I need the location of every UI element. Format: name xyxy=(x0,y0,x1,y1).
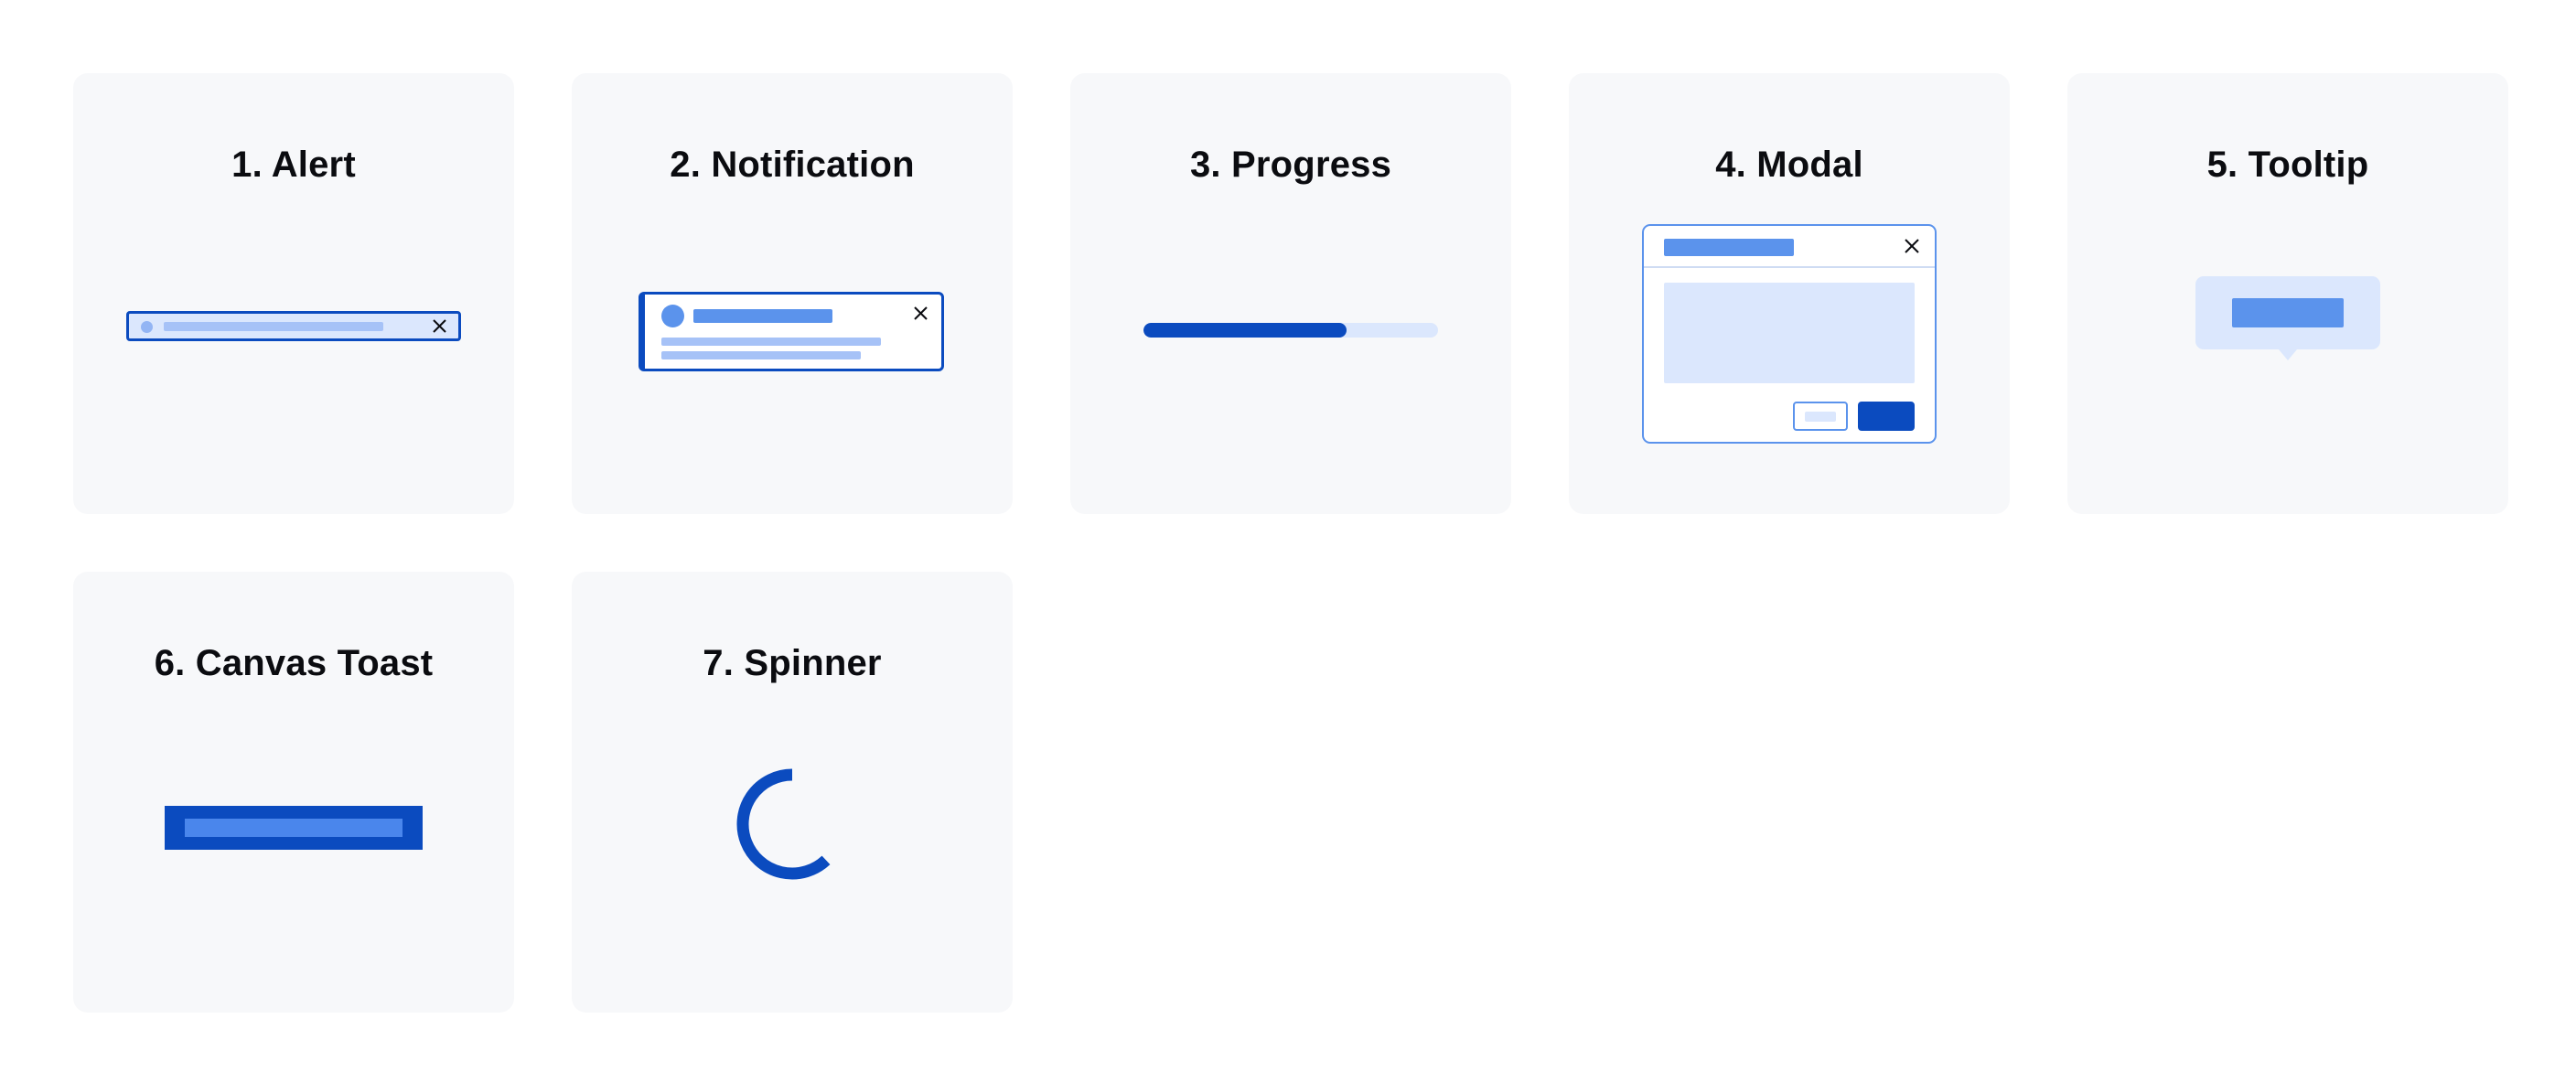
toast-illustration xyxy=(165,806,423,850)
toast-text-placeholder xyxy=(185,819,402,837)
modal-divider xyxy=(1644,266,1935,268)
button-label-placeholder xyxy=(1805,412,1836,422)
notification-illustration xyxy=(639,292,944,371)
close-icon[interactable] xyxy=(432,318,447,334)
modal-secondary-button[interactable] xyxy=(1793,402,1848,431)
alert-card: 1. Alert xyxy=(73,73,514,514)
modal-title-placeholder xyxy=(1664,239,1794,256)
close-icon[interactable] xyxy=(913,306,928,321)
modal-primary-button[interactable] xyxy=(1858,402,1915,431)
notification-line-placeholder xyxy=(661,338,881,346)
modal-illustration xyxy=(1642,224,1937,444)
progress-fill xyxy=(1143,323,1347,338)
tooltip-pointer xyxy=(2279,349,2297,360)
notification-avatar xyxy=(661,305,684,327)
tooltip-card: 5. Tooltip xyxy=(2067,73,2508,514)
notification-title-placeholder xyxy=(693,309,832,323)
card-title: 6. Canvas Toast xyxy=(154,643,434,683)
spinner-arc xyxy=(736,768,831,880)
spinner-icon xyxy=(736,768,831,880)
card-title: 3. Progress xyxy=(1189,145,1392,185)
card-title: 1. Alert xyxy=(231,145,356,185)
notification-card: 2. Notification xyxy=(572,73,1013,514)
canvas-toast-card: 6. Canvas Toast xyxy=(73,572,514,1013)
alert-status-dot xyxy=(141,321,153,333)
tooltip-illustration xyxy=(2195,276,2380,360)
modal-body-placeholder xyxy=(1664,283,1915,383)
tooltip-text-placeholder xyxy=(2232,298,2344,327)
spinner-card: 7. Spinner xyxy=(572,572,1013,1013)
notification-line-placeholder xyxy=(661,351,861,359)
card-title: 7. Spinner xyxy=(703,643,882,683)
card-title: 2. Notification xyxy=(670,145,915,185)
card-title: 5. Tooltip xyxy=(2206,145,2369,185)
progress-card: 3. Progress xyxy=(1070,73,1511,514)
card-title: 4. Modal xyxy=(1715,145,1863,185)
modal-card: 4. Modal xyxy=(1569,73,2010,514)
alert-text-placeholder xyxy=(164,322,383,331)
alert-illustration xyxy=(126,311,461,341)
close-icon[interactable] xyxy=(1904,238,1920,254)
progress-track xyxy=(1143,323,1438,338)
